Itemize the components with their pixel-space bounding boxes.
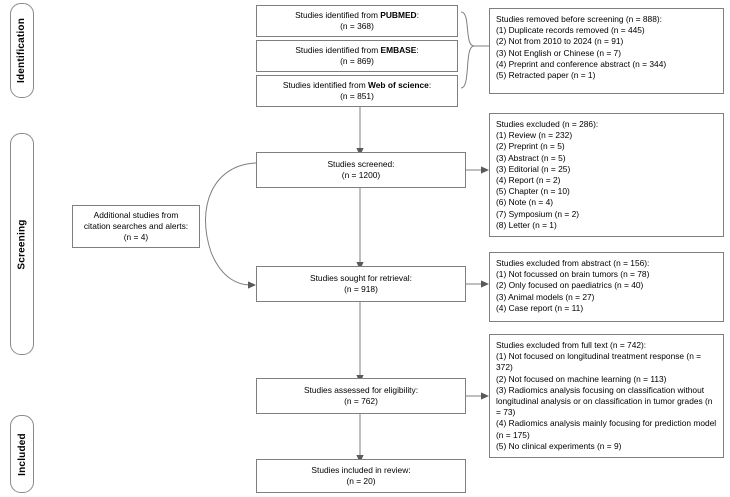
- flow-box-included-in-review: Studies included in review: (n = 20): [256, 459, 466, 493]
- phase-label-identification-text: Identification: [16, 17, 28, 84]
- exclusion-item: (2) Only focused on paediatrics (n = 40): [496, 280, 644, 291]
- exclusion-item: (2) Not focused on machine learning (n =…: [496, 373, 667, 384]
- source-box-web-of-science-count: (n = 851): [340, 91, 374, 101]
- exclusion-box-excluded-from-abstract: Studies excluded from abstract (n = 156)…: [489, 252, 724, 322]
- exclusion-item: (4) Report (n = 2): [496, 175, 561, 186]
- source-box-embase-count: (n = 869): [340, 56, 374, 66]
- source-box-pubmed: Studies identified from PUBMED: (n = 368…: [256, 5, 458, 37]
- exclusion-item: (2) Not from 2010 to 2024 (n = 91): [496, 36, 624, 47]
- exclusion-item: (8) Letter (n = 1): [496, 219, 557, 230]
- flow-box-studies-screened: Studies screened: (n = 1200): [256, 152, 466, 188]
- exclusion-box-studies-excluded: Studies excluded (n = 286): (1) Review (…: [489, 113, 724, 237]
- exclusion-item: (1) Not focussed on brain tumors (n = 78…: [496, 269, 650, 280]
- phase-label-screening: Screening: [10, 133, 34, 355]
- exclusion-item: (4) Preprint and conference abstract (n …: [496, 58, 667, 69]
- phase-label-screening-text: Screening: [16, 218, 28, 270]
- source-box-embase-label: Studies identified from EMBASE:: [295, 44, 419, 55]
- flow-box-sought-for-retrieval: Studies sought for retrieval: (n = 918): [256, 266, 466, 302]
- exclusion-item: (1) Review (n = 232): [496, 130, 573, 141]
- flow-box-assessed-for-eligibility-label: Studies assessed for eligibility:: [303, 384, 419, 395]
- exclusion-heading: Studies excluded from abstract (n = 156)…: [496, 258, 650, 268]
- exclusion-item: (1) Duplicate records removed (n = 445): [496, 25, 645, 36]
- exclusion-item: (7) Symposium (n = 2): [496, 208, 580, 219]
- source-box-embase: Studies identified from EMBASE: (n = 869…: [256, 40, 458, 72]
- exclusion-item: (3) Editorial (n = 25): [496, 163, 571, 174]
- exclusion-item: (5) Chapter (n = 10): [496, 186, 570, 197]
- flow-box-sought-for-retrieval-label: Studies sought for retrieval:: [310, 272, 412, 283]
- exclusion-item: (5) Retracted paper (n = 1): [496, 70, 596, 81]
- source-box-web-of-science: Studies identified from Web of science: …: [256, 75, 458, 107]
- exclusion-heading: Studies removed before screening (n = 88…: [496, 14, 662, 24]
- phase-label-identification: Identification: [10, 3, 34, 98]
- flow-box-studies-screened-count: (n = 1200): [341, 170, 381, 180]
- exclusion-item: (2) Preprint (n = 5): [496, 141, 565, 152]
- exclusion-item: (3) Not English or Chinese (n = 7): [496, 47, 621, 58]
- exclusion-heading: Studies excluded from full text (n = 742…: [496, 340, 647, 350]
- flow-box-included-in-review-label: Studies included in review:: [311, 464, 411, 475]
- exclusion-box-excluded-from-full-text: Studies excluded from full text (n = 742…: [489, 334, 724, 458]
- flow-box-included-in-review-count: (n = 20): [346, 476, 376, 486]
- exclusion-item: (6) Note (n = 4): [496, 197, 554, 208]
- flow-box-sought-for-retrieval-count: (n = 918): [344, 284, 378, 294]
- additional-studies-box: Additional studies from citation searche…: [72, 205, 200, 248]
- additional-studies-count: (n = 4): [123, 232, 149, 243]
- exclusion-item: (4) Radiomics analysis mainly focusing f…: [496, 418, 717, 440]
- exclusion-item: (3) Radiomics analysis focusing on class…: [496, 384, 713, 418]
- flow-box-assessed-for-eligibility-count: (n = 762): [344, 396, 378, 406]
- exclusion-item: (5) No clinical experiments (n = 9): [496, 440, 622, 451]
- exclusion-box-removed-before-screening: Studies removed before screening (n = 88…: [489, 8, 724, 94]
- phase-label-included: Included: [10, 415, 34, 493]
- exclusion-item: (4) Case report (n = 11): [496, 302, 584, 313]
- exclusion-heading: Studies excluded (n = 286):: [496, 119, 599, 129]
- flow-box-studies-screened-label: Studies screened:: [327, 158, 395, 169]
- additional-studies-line2: citation searches and alerts:: [83, 220, 189, 231]
- additional-studies-line1: Additional studies from: [93, 209, 179, 220]
- phase-label-included-text: Included: [16, 432, 28, 476]
- exclusion-item: (3) Animal models (n = 27): [496, 291, 595, 302]
- source-box-pubmed-count: (n = 368): [340, 21, 374, 31]
- source-box-web-of-science-label: Studies identified from Web of science:: [282, 79, 432, 90]
- source-box-pubmed-label: Studies identified from PUBMED:: [295, 9, 419, 20]
- flow-box-assessed-for-eligibility: Studies assessed for eligibility: (n = 7…: [256, 378, 466, 414]
- exclusion-item: (1) Not focused on longitudinal treatmen…: [496, 351, 702, 373]
- exclusion-item: (3) Abstract (n = 5): [496, 152, 566, 163]
